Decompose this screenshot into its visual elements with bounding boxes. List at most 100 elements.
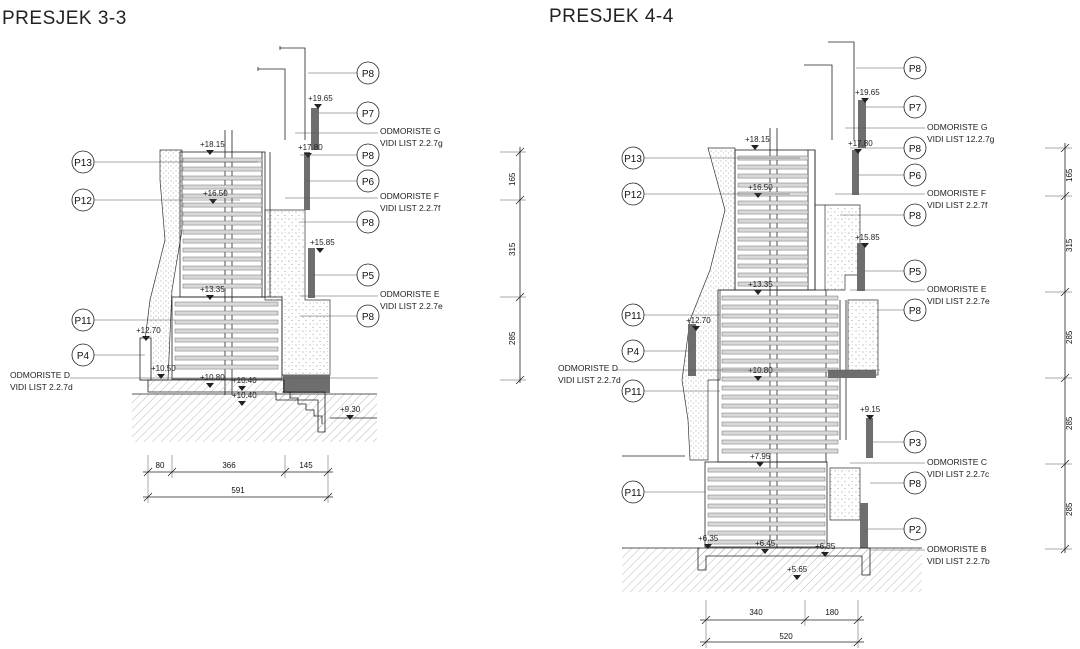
level-label: +12.70 — [686, 316, 711, 325]
level-marker — [756, 462, 764, 467]
tag-P5: P5 — [903, 259, 927, 283]
exterior-steps — [282, 391, 323, 424]
svg-text:VIDI LIST 2.2.7b: VIDI LIST 2.2.7b — [927, 556, 990, 566]
level-label: +9.15 — [860, 405, 881, 414]
svg-text:340: 340 — [749, 608, 763, 617]
tag-P8: P8 — [356, 143, 380, 167]
svg-text:P12: P12 — [624, 190, 642, 201]
svg-text:ODMORISTE E: ODMORISTE E — [380, 289, 440, 299]
level-label: +15.85 — [310, 238, 335, 247]
svg-text:VIDI LIST 2.2.7d: VIDI LIST 2.2.7d — [10, 382, 73, 392]
level-label: +10.40 — [232, 391, 257, 400]
svg-text:P12: P12 — [74, 196, 92, 207]
svg-text:P11: P11 — [624, 387, 641, 398]
svg-text:ODMORISTE F: ODMORISTE F — [380, 191, 439, 201]
tag-P8: P8 — [356, 210, 380, 234]
svg-text:165: 165 — [1065, 168, 1074, 182]
svg-text:P8: P8 — [909, 64, 922, 75]
level-marker — [761, 549, 769, 554]
svg-text:285: 285 — [1065, 330, 1074, 344]
level-marker — [793, 575, 801, 580]
svg-text:P2: P2 — [909, 525, 922, 536]
tag-P8: P8 — [903, 56, 927, 80]
svg-text:P11: P11 — [74, 316, 91, 327]
section-4-4: PRESJEK 4-4 — [549, 6, 1074, 648]
tag-P11: P11 — [71, 308, 95, 332]
level-marker — [861, 98, 869, 103]
svg-text:520: 520 — [779, 632, 793, 641]
level-label: +10.80 — [200, 373, 225, 382]
note-odmoriste-d: ODMORISTE D VIDI LIST 2.2.7d — [10, 370, 73, 392]
tag-P8: P8 — [903, 203, 927, 227]
svg-text:ODMORISTE D: ODMORISTE D — [10, 370, 70, 380]
level-marker — [142, 336, 150, 341]
svg-text:ODMORISTE G: ODMORISTE G — [380, 126, 440, 136]
tag-P7: P7 — [356, 101, 380, 125]
svg-text:P7: P7 — [909, 103, 922, 114]
svg-text:P8: P8 — [362, 218, 375, 229]
vertical-dimensions: 165 315 285 — [500, 147, 526, 385]
level-label: +6.35 — [698, 534, 719, 543]
svg-text:180: 180 — [825, 608, 839, 617]
svg-text:P4: P4 — [77, 351, 90, 362]
leader-lines — [615, 67, 925, 551]
level-label: +18.15 — [200, 140, 225, 149]
tag-P8: P8 — [356, 304, 380, 328]
svg-text:P7: P7 — [362, 109, 375, 120]
svg-text:285: 285 — [508, 331, 517, 345]
level-markers: +19.65+18.15+17.80+16.50+15.85+13.35+12.… — [136, 94, 361, 420]
tag-P12: P12 — [71, 188, 95, 212]
svg-text:P11: P11 — [624, 311, 641, 322]
fill-mass — [847, 299, 879, 376]
vertical-dimensions: 165 315 285 285 285 — [1045, 143, 1074, 554]
section-3-3: PRESJEK 3-3 — [2, 8, 526, 503]
level-marker — [157, 374, 165, 379]
lamp-poles — [257, 46, 306, 140]
svg-text:315: 315 — [508, 242, 517, 256]
svg-text:ODMORISTE F: ODMORISTE F — [927, 188, 986, 198]
tag-P11: P11 — [621, 480, 645, 504]
horizontal-dimensions: 80 366 145 591 — [143, 455, 333, 503]
svg-text:VIDI LIST 2.2.7e: VIDI LIST 2.2.7e — [380, 301, 443, 311]
svg-text:P13: P13 — [624, 154, 642, 165]
level-marker — [206, 383, 214, 388]
level-label: +19.65 — [855, 88, 880, 97]
section-title: PRESJEK 4-4 — [549, 6, 674, 27]
level-markers: +19.65+18.15+17.80+16.50+15.85+13.35+12.… — [686, 88, 881, 580]
tag-P7: P7 — [903, 95, 927, 119]
tag-P6: P6 — [903, 163, 927, 187]
level-label: +16.50 — [203, 189, 228, 198]
level-marker — [751, 145, 759, 150]
level-label: +16.50 — [748, 183, 773, 192]
svg-text:591: 591 — [231, 486, 245, 495]
level-marker — [821, 552, 829, 557]
level-marker — [314, 104, 322, 109]
svg-text:P8: P8 — [909, 211, 922, 222]
level-label: +19.65 — [308, 94, 333, 103]
svg-text:P11: P11 — [624, 488, 641, 499]
level-marker — [346, 415, 354, 420]
level-marker — [238, 401, 246, 406]
tag-P3: P3 — [903, 430, 927, 454]
svg-text:ODMORISTE D: ODMORISTE D — [558, 363, 618, 373]
level-marker — [692, 326, 700, 331]
svg-text:366: 366 — [222, 461, 236, 470]
level-label: +13.35 — [200, 285, 225, 294]
tag-P12: P12 — [621, 182, 645, 206]
level-label: +6.35 — [815, 542, 836, 551]
svg-text:ODMORISTE E: ODMORISTE E — [927, 284, 987, 294]
level-marker — [206, 295, 214, 300]
tag-P8: P8 — [903, 136, 927, 160]
level-label: +10.80 — [748, 366, 773, 375]
section-title: PRESJEK 3-3 — [2, 8, 127, 29]
svg-text:165: 165 — [508, 172, 517, 186]
svg-text:285: 285 — [1065, 502, 1074, 516]
tag-P11: P11 — [621, 379, 645, 403]
